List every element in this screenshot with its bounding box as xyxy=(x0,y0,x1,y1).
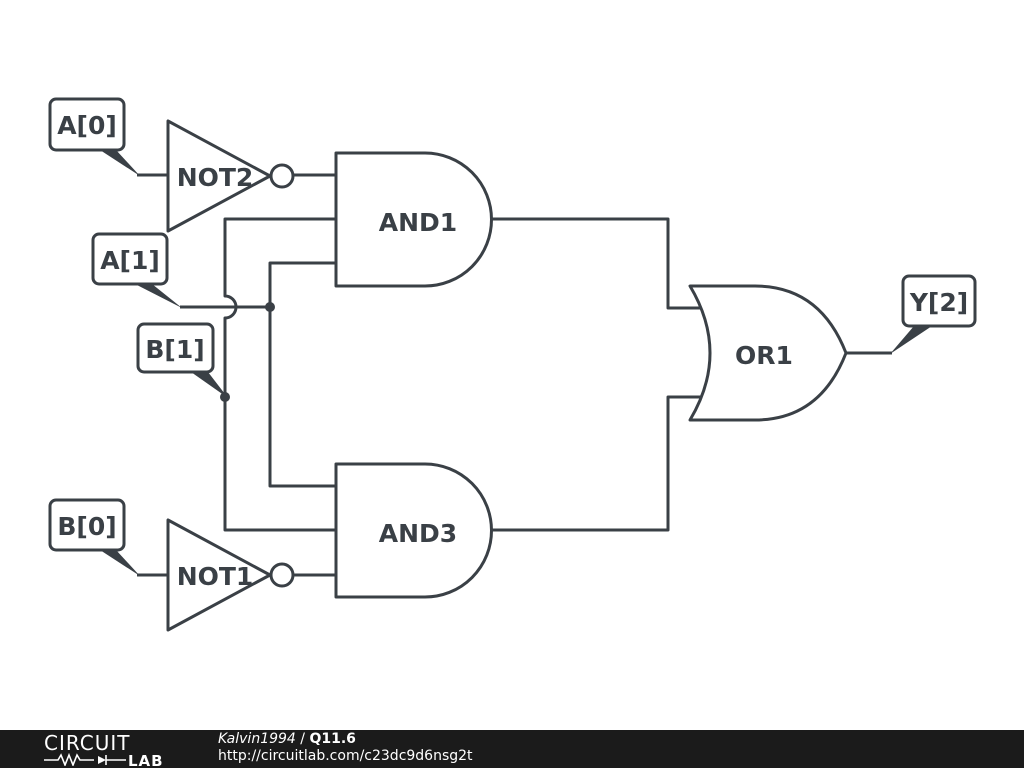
circuitlab-logo: CIRCUIT LAB xyxy=(44,732,164,766)
label-y2: Y[2] xyxy=(890,274,977,354)
and3-gate: AND3 xyxy=(334,462,493,599)
footer-meta: Kalvin1994 / Q11.6 http://circuitlab.com… xyxy=(218,731,473,765)
label-a0-text: A[0] xyxy=(57,111,117,140)
junction-dot-a1 xyxy=(265,302,275,312)
logo-top-text: CIRCUIT xyxy=(44,732,130,755)
label-b1-text: B[1] xyxy=(145,335,204,364)
circuit-title: Q11.6 xyxy=(309,731,356,747)
label-b0: B[0] xyxy=(48,498,140,576)
not1-label: NOT1 xyxy=(177,562,254,591)
label-a1: A[1] xyxy=(91,232,182,308)
or1-gate: OR1 xyxy=(688,284,848,422)
junction-dot-b1 xyxy=(220,392,230,402)
wire-b1-bus xyxy=(223,217,336,532)
label-a0: A[0] xyxy=(48,97,140,176)
and3-label: AND3 xyxy=(379,519,457,548)
label-b0-text: B[0] xyxy=(57,512,116,541)
or1-label: OR1 xyxy=(735,341,793,370)
and1-gate: AND1 xyxy=(334,151,493,288)
footer-title-line: Kalvin1994 / Q11.6 xyxy=(218,731,473,748)
circuit-url[interactable]: http://circuitlab.com/c23dc9d6nsg2t xyxy=(218,748,473,764)
wire-a1-bus xyxy=(268,261,336,488)
logo-bottom-text: LAB xyxy=(128,752,164,766)
wire-and3-or1 xyxy=(491,395,704,532)
label-a1-text: A[1] xyxy=(100,246,160,275)
and1-label: AND1 xyxy=(379,208,457,237)
label-y2-text: Y[2] xyxy=(909,288,968,317)
wire-and1-or1 xyxy=(491,217,704,310)
title-separator: / xyxy=(295,731,310,747)
label-b1: B[1] xyxy=(136,322,228,398)
not1-gate: NOT1 xyxy=(166,518,295,632)
not2-gate: NOT2 xyxy=(166,119,295,233)
author-link[interactable]: Kalvin1994 xyxy=(218,731,296,747)
not2-label: NOT2 xyxy=(177,163,254,192)
footer-bar: CIRCUIT LAB Kalvin1994 / Q11.6 http://ci… xyxy=(0,730,1024,768)
circuit-schematic: NOT2 NOT1 AND1 AND3 OR1 A[0] A[1] B[1] xyxy=(48,97,977,632)
